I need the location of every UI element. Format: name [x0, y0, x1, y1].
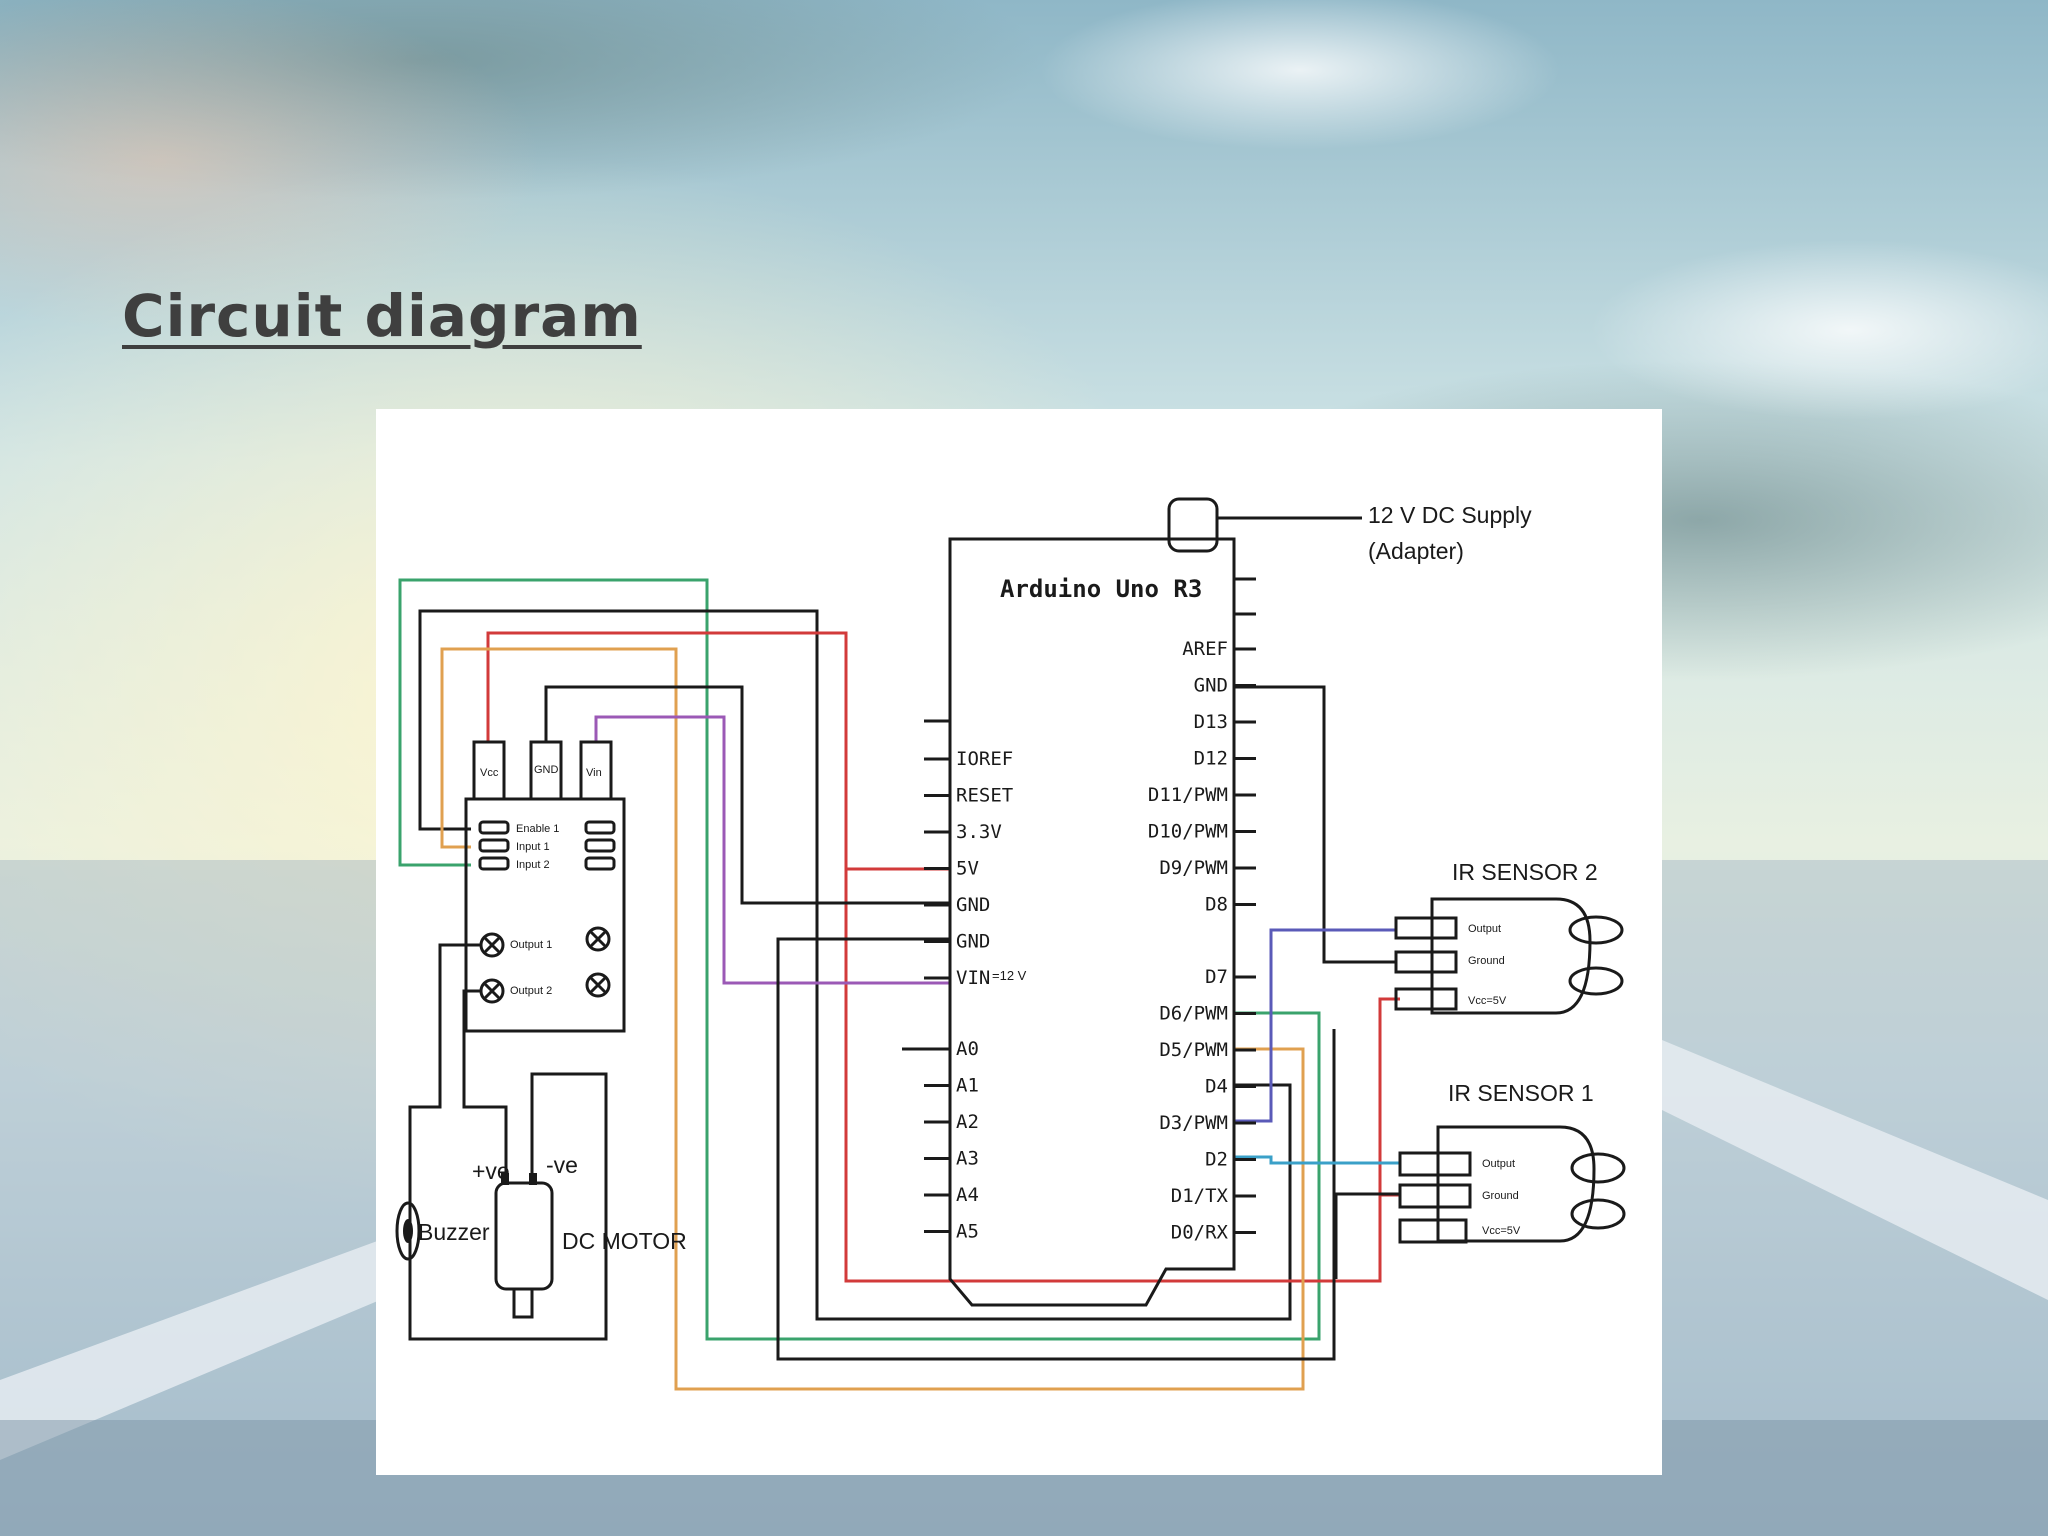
pin-label: GND — [956, 894, 990, 916]
terminal-icon — [585, 972, 611, 998]
driver-vcc-label: Vcc — [480, 767, 499, 779]
pin-label: A4 — [956, 1184, 979, 1206]
ir-sensor-2-pin: Output — [1468, 923, 1501, 935]
pin-label: IOREF — [956, 748, 1013, 770]
motor-wires — [408, 943, 608, 1341]
arduino-board: Arduino Uno R3 IOREF RESET 3.3V 5V GND GND VIN… — [902, 497, 1256, 1307]
pin-label: A0 — [956, 1038, 979, 1060]
ir-sensor-1-label: IR SENSOR 1 — [1448, 1080, 1594, 1106]
pin-label: VIN — [956, 967, 990, 989]
board-label: Arduino Uno R3 — [1000, 575, 1202, 603]
pin-label: D4 — [1205, 1076, 1228, 1098]
pin-label: RESET — [956, 785, 1013, 807]
terminal-icon — [479, 978, 505, 1004]
pin-label: D0/RX — [1171, 1222, 1229, 1244]
buzzer: Buzzer — [395, 1201, 490, 1261]
ir-sensor-1: IR SENSOR 1 Output Ground Vcc=5V — [1398, 1080, 1626, 1244]
ir-sensor-2-pin: Ground — [1468, 955, 1505, 967]
driver-input-label: Enable 1 — [516, 823, 559, 835]
pin-label: D10/PWM — [1148, 821, 1228, 843]
pin-label: D2 — [1205, 1149, 1228, 1171]
driver-output-label: Output 1 — [510, 939, 552, 951]
pin-label: 3.3V — [956, 821, 1002, 843]
circuit-diagram: Arduino Uno R3 IOREF RESET 3.3V 5V GND GND VIN… — [376, 409, 1662, 1475]
pin-label: D8 — [1205, 894, 1228, 916]
driver-input-label: Input 2 — [516, 859, 550, 871]
pin-label: D12 — [1194, 748, 1228, 770]
pin-label: D1/TX — [1171, 1185, 1229, 1207]
slide-title: Circuit diagram — [122, 282, 642, 350]
ir-sensor-1-pin: Output — [1482, 1158, 1515, 1170]
motor-driver: Vcc GND Vin Enable 1 Input 1 Input 2 Out… — [464, 740, 626, 1033]
ir-sensor-1-pin: Vcc=5V — [1482, 1225, 1521, 1237]
driver-output-label: Output 2 — [510, 985, 552, 997]
ir-sensor-2: IR SENSOR 2 Output Ground Vcc=5V — [1394, 859, 1624, 1015]
motor-label: DC MOTOR — [562, 1228, 687, 1254]
board-header-ticks — [1234, 577, 1256, 651]
pin-label: D3/PWM — [1159, 1112, 1228, 1134]
driver-vin-label: Vin — [586, 767, 602, 779]
pin-label: A3 — [956, 1148, 979, 1170]
pin-label: GND — [1194, 675, 1228, 697]
ir-sensor-1-pin: Ground — [1482, 1190, 1519, 1202]
dc-motor: +ve -ve DC MOTOR — [472, 1152, 687, 1319]
ir-sensor-2-label: IR SENSOR 2 — [1452, 859, 1598, 885]
ir-sensor-2-pin: Vcc=5V — [1468, 995, 1507, 1007]
pin-label: D5/PWM — [1159, 1039, 1228, 1061]
buzzer-label: Buzzer — [418, 1219, 490, 1245]
vin-note: =12 V — [992, 968, 1027, 983]
power-supply-label: 12 V DC Supply — [1368, 502, 1532, 528]
terminal-icon — [585, 926, 611, 952]
pin-label: D11/PWM — [1148, 784, 1228, 806]
motor-negative-label: -ve — [546, 1152, 578, 1178]
pin-label: 5V — [956, 858, 979, 880]
terminal-icon — [479, 932, 505, 958]
motor-positive-label: +ve — [472, 1158, 510, 1184]
pin-label: D13 — [1194, 711, 1228, 733]
left-pins: IOREF RESET 3.3V 5V GND GND VIN — [924, 748, 1013, 989]
driver-input-label: Input 1 — [516, 841, 550, 853]
pin-label: AREF — [1182, 638, 1228, 660]
wires — [398, 516, 1400, 1391]
pin-label: D7 — [1205, 966, 1228, 988]
driver-gnd-label: GND — [534, 764, 559, 776]
pin-label: D9/PWM — [1159, 857, 1228, 879]
pin-label: A1 — [956, 1075, 979, 1097]
pin-label: A5 — [956, 1221, 979, 1243]
pin-label: A2 — [956, 1111, 979, 1133]
pin-label: GND — [956, 931, 990, 953]
power-supply-note: (Adapter) — [1368, 538, 1464, 564]
pin-label: D6/PWM — [1159, 1003, 1228, 1025]
